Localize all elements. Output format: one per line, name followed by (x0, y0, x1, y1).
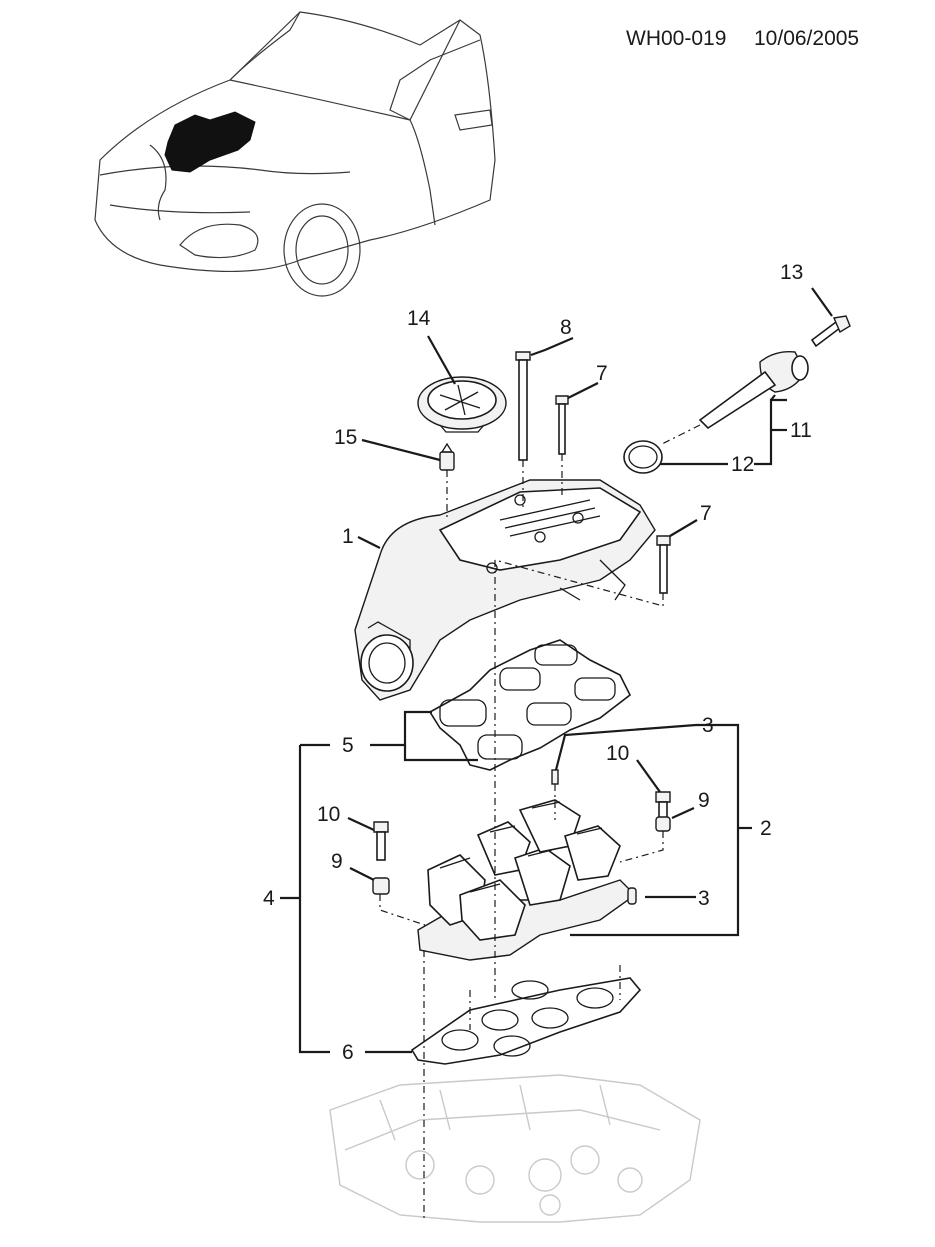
part-12-o-ring-inner (628, 445, 658, 469)
callout-4: 4 (263, 887, 275, 910)
part-9-sleeve-right (655, 816, 671, 832)
callout-15: 15 (334, 426, 358, 449)
part-8-bolt (515, 351, 531, 461)
part-5-gasket (428, 639, 632, 771)
part-9-sleeve-left (372, 877, 390, 895)
part-6-gasket (410, 977, 642, 1065)
part-3-dowel-upper (551, 769, 559, 785)
engine-location-highlight (164, 111, 256, 173)
callout-9-right: 9 (698, 789, 710, 812)
callout-3-upper: 3 (702, 714, 714, 737)
part-3-dowel-lower (627, 887, 637, 905)
callout-12: 12 (731, 453, 755, 476)
callout-7-upper: 7 (596, 362, 608, 385)
callout-3-lower: 3 (698, 887, 710, 910)
callout-10-left: 10 (317, 803, 341, 826)
callout-11: 11 (790, 419, 812, 442)
cylinder-head-ghost (329, 1074, 701, 1223)
callout-6: 6 (342, 1041, 354, 1064)
drawing-date: 10/06/2005 (754, 27, 860, 50)
part-2-lower-intake-manifold (417, 799, 637, 961)
part-13-bolt (810, 315, 851, 348)
callout-13: 13 (780, 261, 804, 284)
part-15-clip (439, 442, 455, 471)
leader-lines (280, 287, 833, 1054)
callout-10-right: 10 (606, 742, 630, 765)
part-7-bolt-lower (656, 535, 671, 594)
callout-14: 14 (407, 307, 431, 330)
callout-7-lower: 7 (700, 502, 712, 525)
part-11-sensor (698, 351, 809, 430)
part-7-bolt-upper (555, 395, 569, 455)
callout-2: 2 (760, 817, 772, 840)
part-14-cover (417, 376, 507, 433)
callout-9-left: 9 (331, 850, 343, 873)
part-10-bolt-left (373, 821, 389, 861)
alignment-lines (379, 424, 701, 1222)
callout-5: 5 (342, 734, 354, 757)
callout-8: 8 (560, 316, 572, 339)
part-1-upper-intake-manifold (354, 479, 656, 701)
drawing-ref-code: WH00-019 (626, 27, 727, 50)
vehicle-locator-sketch (94, 11, 496, 297)
callout-1: 1 (342, 525, 354, 548)
